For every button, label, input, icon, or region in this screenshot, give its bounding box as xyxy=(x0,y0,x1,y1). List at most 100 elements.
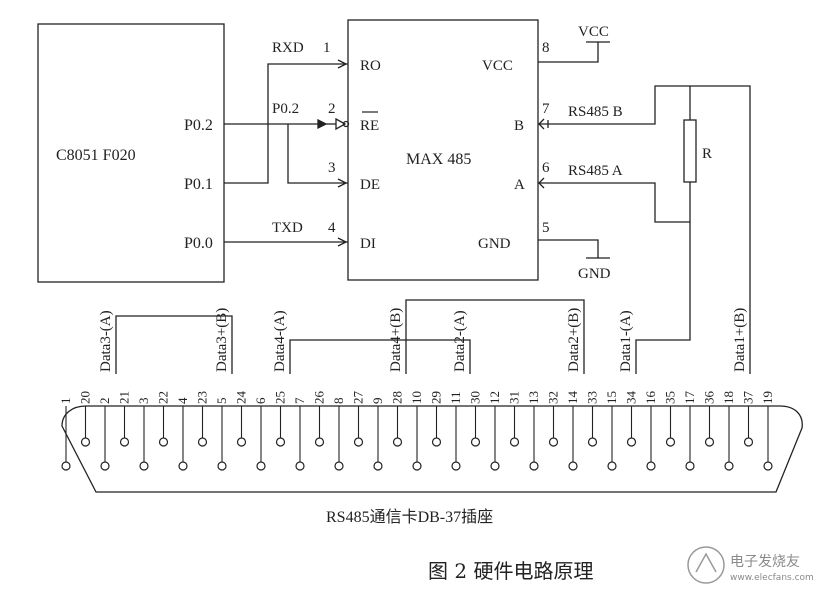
wire-rs485-a xyxy=(538,182,691,374)
connector-pin-number: 30 xyxy=(468,391,483,404)
connector-pin-icon xyxy=(704,437,715,447)
wire-vcc xyxy=(538,42,599,63)
data-label: Data3-(A) xyxy=(98,310,114,372)
connector-pin-number: 8 xyxy=(331,398,346,405)
pin-a: A xyxy=(514,177,525,193)
wire-gnd xyxy=(538,239,599,258)
connector-pin-number: 34 xyxy=(624,391,639,405)
connector-pin-number: 24 xyxy=(234,391,249,405)
watermark-text: 电子发烧友 xyxy=(730,554,800,570)
max485-block xyxy=(347,19,539,281)
watermark: 电子发烧友 www.elecfans.com xyxy=(687,546,814,584)
connector-pin-icon xyxy=(646,461,656,471)
connector-pin-number: 23 xyxy=(195,391,210,404)
connector-pin-icon xyxy=(509,437,520,447)
pin-num-7: 7 xyxy=(542,101,550,117)
data-label: Data2-(A) xyxy=(452,310,468,372)
connector-pin-icon xyxy=(685,461,695,471)
signal-rs485b: RS485 B xyxy=(568,104,623,120)
figure-caption: 图 2 硬件电路原理 xyxy=(428,559,593,583)
bus-data2-4 xyxy=(405,299,585,374)
connector-pin-number: 26 xyxy=(312,391,327,405)
pin-num-3: 3 xyxy=(328,160,336,176)
pin-num-1: 1 xyxy=(323,40,331,56)
connector-pin-number: 22 xyxy=(156,391,171,404)
connector-pin-icon xyxy=(626,437,637,447)
connector-pin-number: 27 xyxy=(351,391,366,405)
pin-num-8: 8 xyxy=(542,40,550,56)
connector-pin-icon xyxy=(334,461,344,471)
connector-pin-number: 15 xyxy=(604,391,619,404)
connector-pin-icon xyxy=(217,461,227,471)
bidir-b-icon xyxy=(538,118,545,130)
pin-gnd: GND xyxy=(478,236,511,252)
connector-pin-number: 17 xyxy=(682,391,697,405)
connector-pin-icon xyxy=(100,461,110,471)
signal-p02: P0.2 xyxy=(272,101,299,117)
resistor-label: R xyxy=(702,146,712,162)
connector-pin-number: 9 xyxy=(370,398,385,405)
bus-data3 xyxy=(115,315,233,374)
connector-pin-icon xyxy=(451,461,461,471)
wire-de xyxy=(287,124,348,184)
connector-pin-number: 31 xyxy=(507,391,522,404)
wire-p01-rxd xyxy=(224,63,348,184)
connector-pin-number: 18 xyxy=(721,391,736,404)
connector-pin-icon xyxy=(490,461,500,471)
pin-num-5: 5 xyxy=(542,220,550,236)
connector-pin-icon xyxy=(256,461,266,471)
connector-pin-number: 29 xyxy=(429,391,444,404)
connector-pin-icon xyxy=(178,461,188,471)
arrow-di-icon xyxy=(337,237,348,247)
buffer-re-icon xyxy=(335,117,347,131)
connector-pin-icon xyxy=(295,461,305,471)
transceiver-name: MAX 485 xyxy=(406,151,471,168)
connector-pin-icon xyxy=(568,461,578,471)
connector-pin-number: 6 xyxy=(253,397,268,404)
connector-pin-number: 21 xyxy=(117,391,132,404)
db37-shell xyxy=(61,405,803,493)
watermark-logo-icon xyxy=(687,546,725,584)
mcu-block xyxy=(37,23,225,283)
connector-pin-number: 5 xyxy=(214,398,229,405)
connector-pin-icon xyxy=(529,461,539,471)
connector-pin-icon xyxy=(431,437,442,447)
connector-pin-number: 37 xyxy=(741,391,756,405)
connector-pin-icon xyxy=(724,461,734,471)
connector-pin-icon xyxy=(158,437,169,447)
connector-pin-icon xyxy=(353,437,364,447)
connector-pin-icon xyxy=(743,437,754,447)
connector-pin-icon xyxy=(665,437,676,447)
connector-pin-icon xyxy=(314,437,325,447)
bus-data4-2 xyxy=(289,339,471,374)
arrow-ro-icon xyxy=(337,59,348,69)
watermark-logo-mark xyxy=(695,552,717,573)
connector-pin-number: 10 xyxy=(409,391,424,404)
connector-pin-number: 20 xyxy=(78,391,93,404)
connector-pin-number: 28 xyxy=(390,391,405,404)
pin-re: RE xyxy=(360,118,379,134)
watermark-url: www.elecfans.com xyxy=(730,573,814,583)
arrow-re-in xyxy=(317,118,328,130)
connector-pin-icon xyxy=(548,437,559,447)
pin-di: DI xyxy=(360,236,376,252)
connector-pin-number: 33 xyxy=(585,391,600,404)
mcu-pin-p01: P0.1 xyxy=(184,176,213,193)
connector-pin-number: 3 xyxy=(136,398,151,405)
connector-pin-icon xyxy=(470,437,481,447)
resistor-icon xyxy=(683,119,697,183)
connector-pin-icon xyxy=(763,461,773,471)
connector-pin-number: 25 xyxy=(273,391,288,404)
pin-num-2: 2 xyxy=(328,101,336,117)
connector-pin-icon xyxy=(373,461,383,471)
connector-pin-number: 14 xyxy=(565,391,580,405)
connector-pin-number: 12 xyxy=(487,391,502,404)
connector-pin-icon xyxy=(392,437,403,447)
mcu-pin-p00: P0.0 xyxy=(184,235,213,252)
connector-pin-number: 11 xyxy=(448,391,463,404)
pin-vcc: VCC xyxy=(482,58,513,74)
signal-rxd: RXD xyxy=(272,40,304,56)
connector-pin-icon xyxy=(236,437,247,447)
